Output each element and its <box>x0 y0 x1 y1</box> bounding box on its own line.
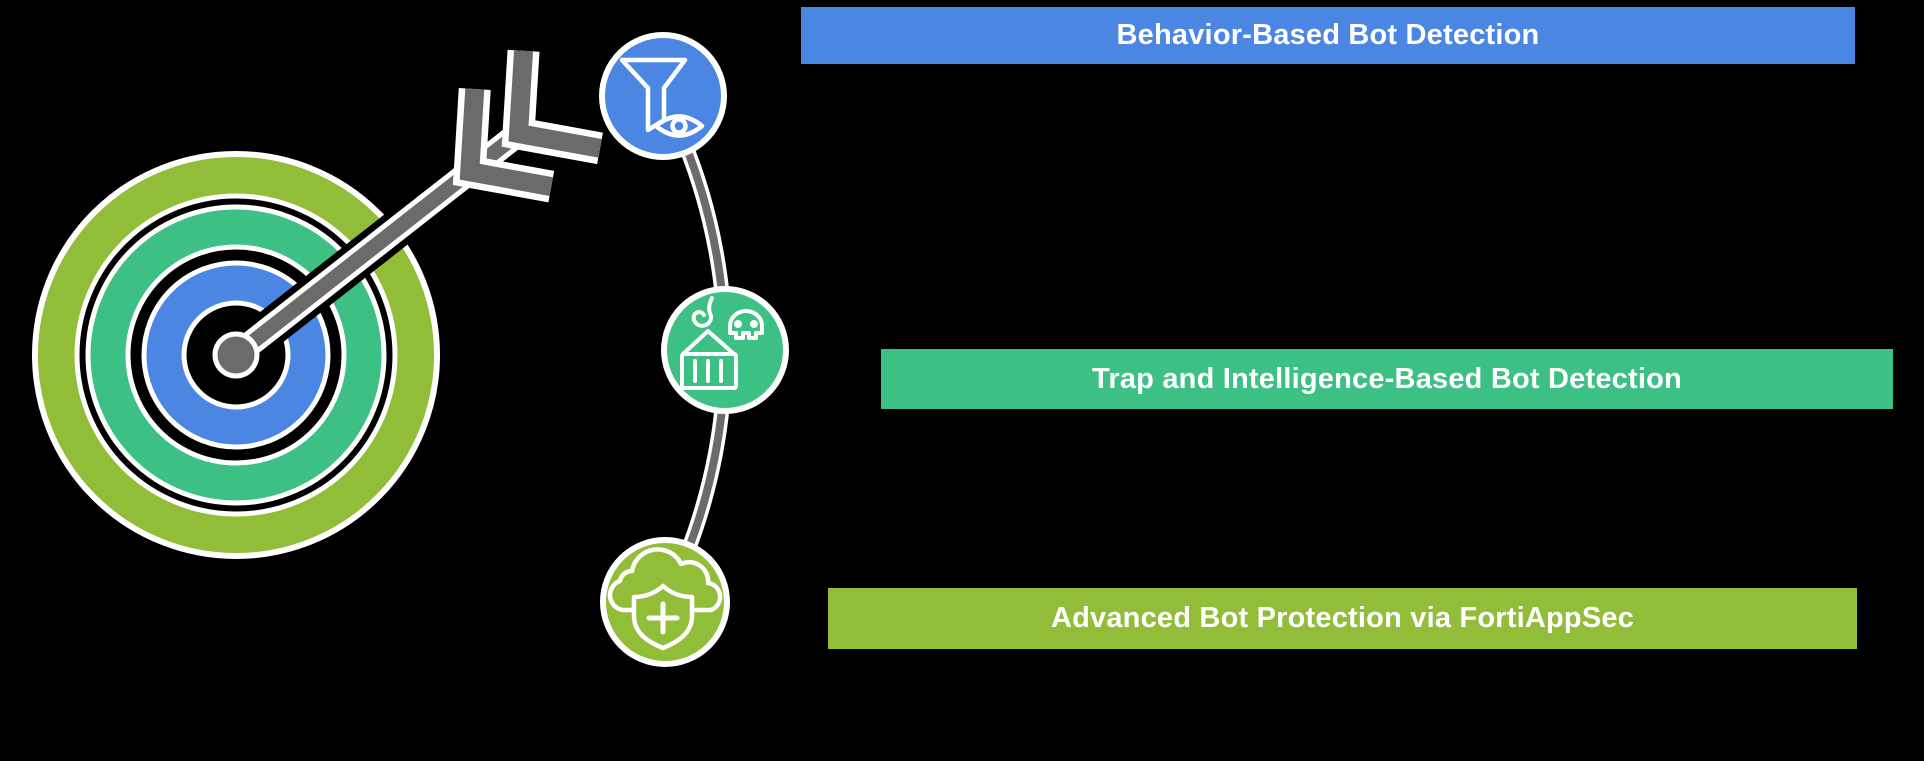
skull-eye <box>750 320 758 328</box>
banner-trap-intelligence: Trap and Intelligence-Based Bot Detectio… <box>881 349 1893 409</box>
cloud-shield-plus-icon <box>600 537 730 667</box>
banner-fortiappsec-label: Advanced Bot Protection via FortiAppSec <box>1050 602 1635 634</box>
arrow-impact-dot <box>212 331 260 379</box>
badge-circle-emerald <box>661 286 789 414</box>
banner-behavior-label: Behavior-Based Bot Detection <box>1116 19 1540 51</box>
trap-crate <box>680 352 738 390</box>
crane-hook <box>691 310 713 328</box>
filter-eye-icon <box>599 32 727 160</box>
skull-glyph <box>728 309 764 340</box>
eye-pupil <box>670 117 688 135</box>
trap-skull-icon <box>661 286 789 414</box>
eye-glyph <box>653 114 705 138</box>
arrow-feather-outer <box>508 50 602 158</box>
lift-cables <box>681 329 736 356</box>
banner-fortiappsec: Advanced Bot Protection via FortiAppSec <box>828 588 1857 649</box>
arrow-feather-inner <box>459 88 553 196</box>
skull-eye <box>734 320 742 328</box>
cloud-glyph <box>607 547 723 613</box>
arrow-icon <box>228 49 603 365</box>
banner-behavior-based: Behavior-Based Bot Detection <box>801 7 1855 64</box>
banner-trap-label: Trap and Intelligence-Based Bot Detectio… <box>1092 362 1682 395</box>
